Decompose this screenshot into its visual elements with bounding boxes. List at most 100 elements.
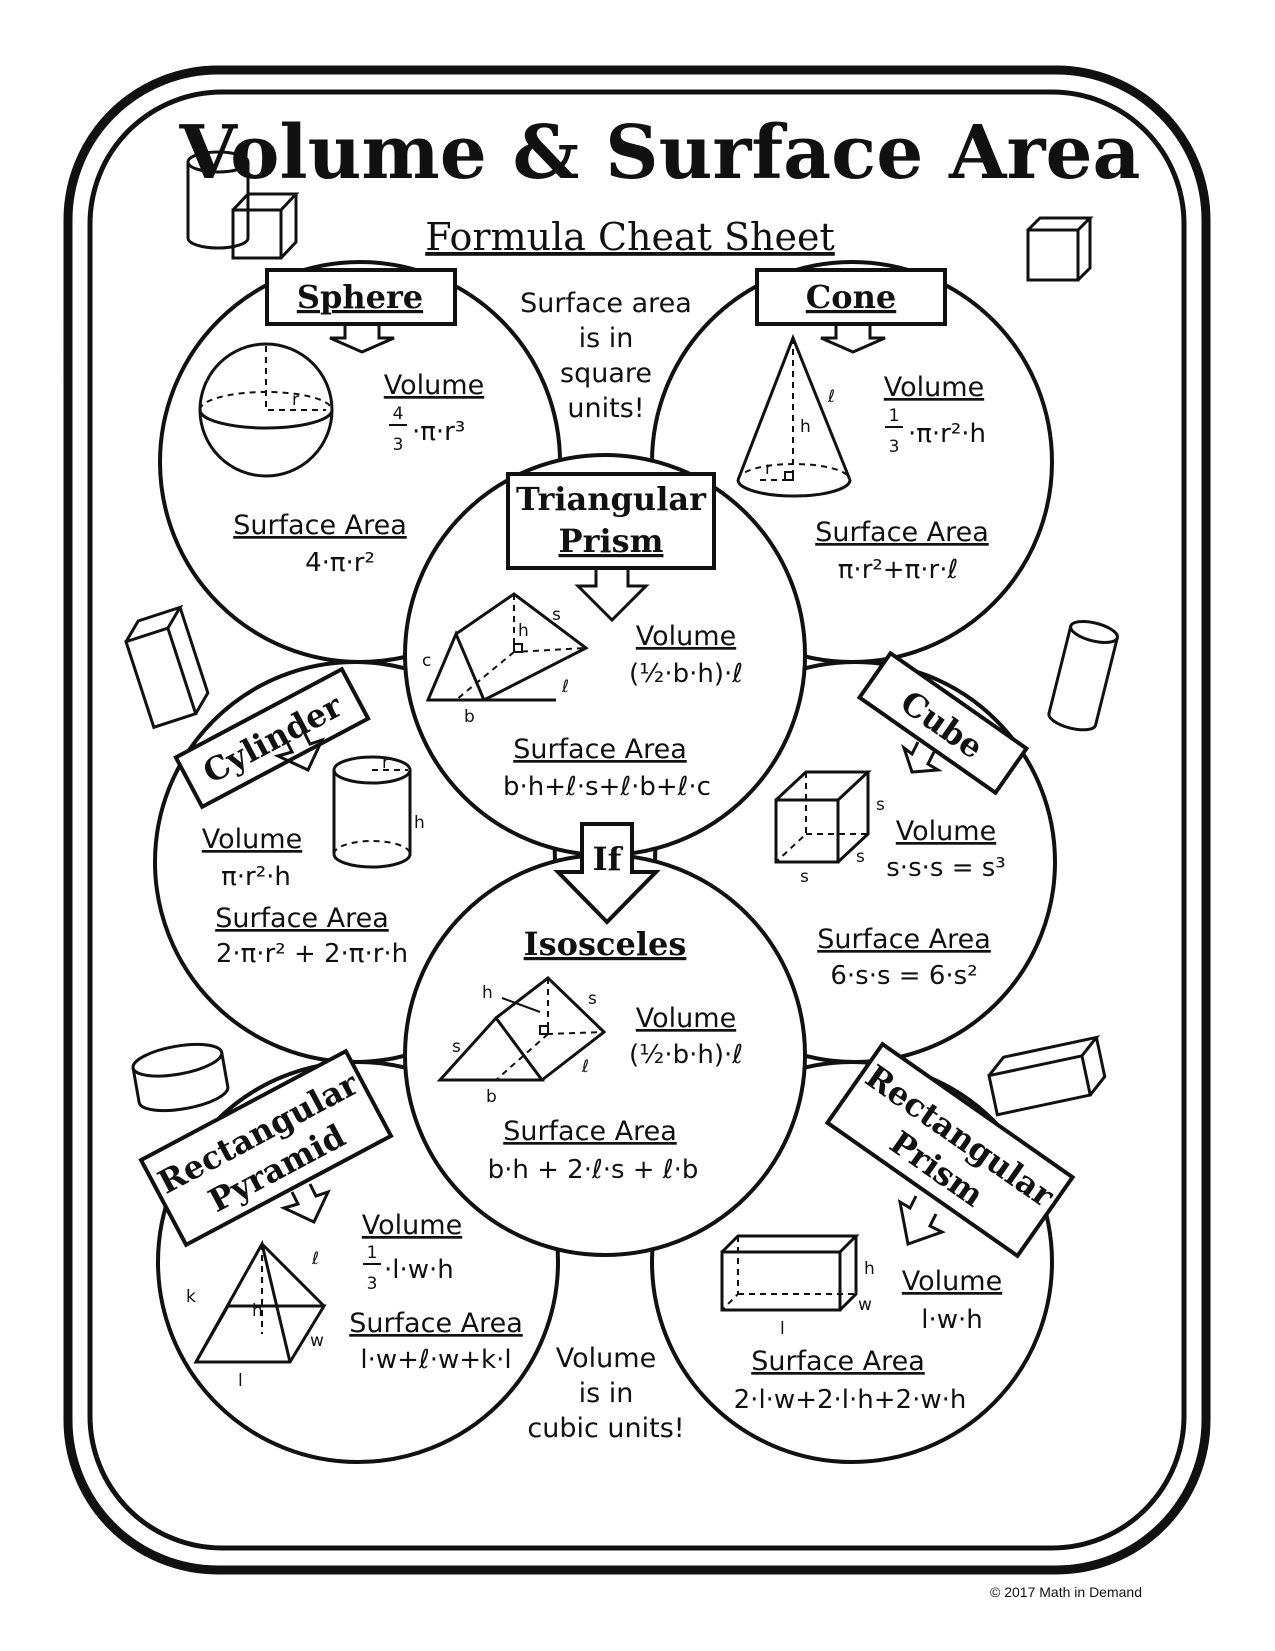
triangular-prism-section: Triangular Prism s h c b ℓ Volume (½·b·h… — [422, 472, 743, 802]
cube-decor-icon-right — [1026, 216, 1094, 282]
cone-label-box — [755, 268, 947, 326]
if-arrow — [553, 822, 661, 925]
pyramid-volume-formula: ·l·w·h — [384, 1255, 454, 1285]
isosceles-sa-formula: b·h + 2·ℓ·s + ℓ·b — [488, 1155, 699, 1185]
triangular-prism-title-line1: Triangular — [516, 480, 707, 518]
if-label: If — [593, 840, 624, 878]
rect-prism-volume-label: Volume — [902, 1266, 1002, 1297]
cone-sa-label: Surface Area — [815, 517, 989, 548]
pyramid-dim-h: h — [252, 1301, 263, 1321]
rect-prism-sa-formula: 2·l·w+2·l·h+2·w·h — [734, 1385, 967, 1415]
disc-decor-icon — [131, 1042, 230, 1113]
sphere-dim-r: r — [292, 390, 299, 410]
volume-note: Volume is in cubic units! — [527, 1343, 684, 1444]
prism-decor-icon-left — [124, 604, 210, 730]
triangular-prism-dim-s: s — [552, 605, 561, 625]
cylinder-dim-r: r — [382, 753, 389, 773]
pyramid-dim-w: w — [310, 1331, 324, 1351]
cube-volume-label: Volume — [896, 816, 996, 847]
cylinder-label-box — [173, 666, 371, 810]
cube-icon: s s s — [774, 770, 885, 887]
rect-prism-dim-l: l — [780, 1319, 785, 1339]
triangular-prism-volume-formula: (½·b·h)·ℓ — [629, 659, 743, 689]
svg-text:is in: is in — [579, 323, 634, 354]
sphere-title: Sphere — [297, 278, 423, 316]
pyramid-icon: k h ℓ w l — [186, 1239, 327, 1391]
isosceles-dim-s2: s — [452, 1037, 461, 1057]
triangular-prism-dim-b: b — [464, 707, 475, 727]
sphere-section: Sphere r Volume 4 3 ·π·r³ Surface Area 4… — [198, 268, 484, 578]
cone-dim-l: ℓ — [827, 387, 835, 407]
cube-dim-s1: s — [876, 795, 885, 815]
svg-text:is in: is in — [579, 1378, 634, 1409]
surface-area-note: Surface area is in square units! — [520, 288, 692, 424]
isosceles-section: If Isosceles h s s b ℓ Volume (½·b·h)·ℓ … — [436, 822, 743, 1185]
brick-decor-icon — [987, 1035, 1107, 1117]
rect-prism-volume-formula: l·w·h — [921, 1305, 983, 1335]
sphere-volume-frac-den: 3 — [393, 435, 404, 455]
isosceles-dim-b: b — [486, 1087, 497, 1107]
cylinder-volume-formula: π·r²·h — [221, 862, 291, 892]
triangular-prism-dim-h: h — [518, 621, 529, 641]
page-subtitle: Formula Cheat Sheet — [425, 215, 835, 259]
cube-decor-icon — [231, 192, 300, 260]
svg-text:square: square — [560, 358, 652, 389]
rect-prism-sa-label: Surface Area — [751, 1346, 925, 1377]
cube-label-box — [856, 650, 1030, 796]
cone-icon: h r ℓ — [736, 333, 852, 498]
isosceles-dim-s1: s — [588, 989, 597, 1009]
cone-volume-frac-num: 1 — [889, 406, 900, 426]
sphere-volume-frac-num: 4 — [393, 404, 404, 424]
pyramid-sa-label: Surface Area — [349, 1308, 523, 1339]
cube-sa-label: Surface Area — [817, 924, 991, 955]
sphere-icon: r — [198, 342, 334, 478]
pyramid-dim-k: k — [186, 1287, 196, 1307]
cylinder-dim-h: h — [414, 813, 425, 833]
isosceles-volume-label: Volume — [636, 1003, 736, 1034]
isosceles-dim-l: ℓ — [581, 1057, 589, 1077]
isosceles-prism-icon: h s s b ℓ — [436, 976, 607, 1107]
isosceles-title: Isosceles — [524, 925, 687, 963]
cylinder-decor-icon — [186, 150, 250, 250]
triangular-prism-dim-c: c — [422, 651, 431, 671]
rect-prism-label-box — [824, 1041, 1076, 1259]
cube-dim-s2: s — [856, 847, 865, 867]
triangular-prism-label-box — [506, 472, 716, 570]
triangular-prism-volume-label: Volume — [636, 621, 736, 652]
cone-volume-label: Volume — [884, 372, 984, 403]
triangular-prism-dim-l: ℓ — [561, 677, 569, 697]
sphere-volume-formula: ·π·r³ — [412, 417, 465, 447]
cube-dim-s3: s — [800, 867, 809, 887]
cube-volume-formula: s·s·s = s³ — [886, 853, 1005, 883]
pyramid-dim-lslant: ℓ — [311, 1249, 319, 1269]
cylinder-decor-icon-right — [1047, 619, 1119, 732]
cone-section: Cone h r ℓ Volume 1 3 ·π·r²·h Surface Ar… — [736, 268, 989, 585]
pyramid-volume-frac-num: 1 — [367, 1243, 378, 1263]
pyramid-label-box — [138, 1048, 394, 1248]
pyramid-sa-formula: l·w+ℓ·w+k·l — [360, 1345, 511, 1375]
cylinder-volume-label: Volume — [202, 824, 302, 855]
rect-prism-dim-h: h — [864, 1259, 875, 1279]
cone-title: Cone — [806, 278, 896, 316]
sphere-label-box — [265, 268, 457, 326]
triangular-prism-sa-formula: b·h+ℓ·s+ℓ·b+ℓ·c — [503, 772, 711, 802]
triangular-prism-sa-label: Surface Area — [513, 734, 687, 765]
svg-text:Surface area: Surface area — [520, 288, 692, 319]
pyramid-volume-frac-den: 3 — [367, 1274, 378, 1294]
isosceles-sa-label: Surface Area — [503, 1116, 677, 1147]
pyramid-volume-label: Volume — [362, 1210, 462, 1241]
cone-volume-formula: ·π·r²·h — [908, 419, 986, 449]
cylinder-icon: r h — [332, 753, 425, 869]
svg-text:units!: units! — [567, 393, 644, 424]
cylinder-sa-formula: 2·π·r² + 2·π·r·h — [216, 939, 408, 969]
triangular-prism-icon: s h c b ℓ — [422, 592, 589, 727]
svg-text:Volume: Volume — [556, 1343, 656, 1374]
inner-frame — [87, 89, 1187, 1551]
cone-sa-formula: π·r²+π·r·ℓ — [838, 555, 958, 585]
page-title: Volume & Surface Area — [179, 110, 1141, 196]
rect-prism-icon: h w l — [720, 1234, 875, 1339]
cone-dim-r: r — [765, 459, 772, 479]
svg-text:cubic units!: cubic units! — [527, 1413, 684, 1444]
cone-volume-frac-den: 3 — [889, 437, 900, 457]
